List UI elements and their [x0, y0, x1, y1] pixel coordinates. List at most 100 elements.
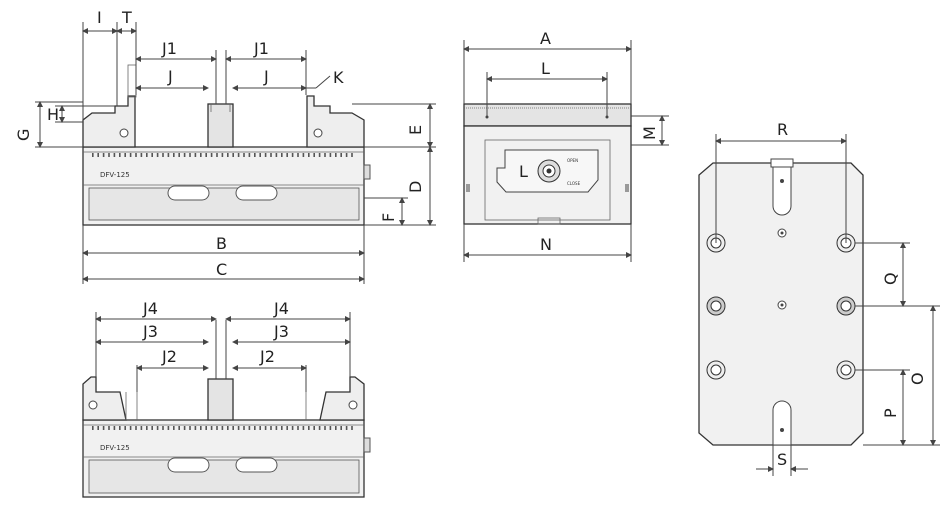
tooth-mark	[345, 426, 348, 430]
tooth-mark	[270, 153, 272, 157]
tooth-mark	[113, 153, 116, 157]
tooth-mark	[254, 426, 256, 430]
tooth-mark	[119, 153, 121, 157]
lower-side-rail	[88, 459, 360, 494]
tooth-mark	[102, 426, 105, 430]
tooth-mark	[194, 426, 197, 430]
tooth-mark	[275, 153, 278, 157]
tooth-mark	[108, 426, 110, 430]
open-label: OPEN	[567, 158, 578, 163]
dim-t: T	[121, 8, 132, 27]
tooth-mark	[248, 426, 251, 430]
tooth-mark	[335, 153, 337, 157]
tooth-mark	[345, 153, 348, 157]
tooth-mark	[291, 426, 294, 430]
jaw-bolt-left	[119, 128, 129, 138]
tooth-mark	[156, 426, 159, 430]
tooth-mark	[340, 153, 342, 157]
tooth-mark	[329, 426, 332, 430]
tooth-mark	[232, 426, 234, 430]
dim-a: A	[540, 29, 551, 48]
tooth-mark	[308, 426, 310, 430]
lower-center-block	[207, 378, 234, 421]
tooth-mark	[237, 153, 240, 157]
tooth-mark	[124, 426, 126, 430]
left-jaw	[82, 95, 136, 148]
dim-d: D	[406, 181, 425, 193]
tooth-mark	[281, 426, 283, 430]
tooth-mark	[324, 153, 326, 157]
tooth-mark	[194, 153, 197, 157]
dim-j4-left: J4	[142, 299, 158, 318]
tooth-mark	[156, 153, 159, 157]
tooth-mark	[135, 426, 137, 430]
tooth-mark	[351, 153, 353, 157]
side-rail	[88, 187, 360, 221]
tooth-mark	[119, 426, 121, 430]
tooth-mark	[340, 426, 342, 430]
tooth-mark	[92, 426, 94, 430]
dim-n: N	[540, 235, 552, 254]
tooth-mark	[216, 153, 218, 157]
knob	[363, 164, 371, 180]
tooth-mark	[124, 153, 126, 157]
dim-b: B	[216, 234, 227, 253]
tooth-mark	[200, 153, 202, 157]
tooth-mark	[318, 153, 321, 157]
dim-j4-right: J4	[273, 299, 289, 318]
tooth-mark	[151, 153, 153, 157]
tooth-mark	[129, 426, 132, 430]
tooth-mark	[151, 426, 153, 430]
jaw-bolt-right	[313, 128, 323, 138]
dim-r: R	[777, 120, 788, 139]
dim-i: I	[97, 8, 102, 27]
front-view: DFV-125 I T J1 J1 J J	[14, 8, 436, 284]
tooth-mark	[140, 153, 143, 157]
tooth-mark	[329, 153, 332, 157]
tooth-mark	[313, 153, 315, 157]
tooth-mark	[162, 153, 164, 157]
tooth-mark	[113, 426, 116, 430]
tooth-mark	[351, 426, 353, 430]
dim-j-left: J	[167, 67, 173, 86]
tooth-mark	[178, 426, 180, 430]
tooth-mark	[302, 153, 305, 157]
tooth-mark	[97, 153, 99, 157]
dim-f: F	[379, 213, 398, 222]
tooth-mark	[248, 153, 251, 157]
dim-l-inner: L	[519, 162, 528, 181]
dim-l-top: L	[541, 59, 550, 78]
dim-m: M	[640, 126, 659, 140]
model-label: DFV-125	[100, 171, 130, 179]
dim-j2-left: J2	[161, 347, 177, 366]
tooth-mark	[162, 426, 164, 430]
dim-h: H	[47, 105, 59, 124]
tooth-mark	[173, 153, 175, 157]
tooth-mark	[221, 426, 224, 430]
dim-q: Q	[881, 272, 900, 285]
dim-j2-right: J2	[259, 347, 275, 366]
lower-slot-right	[235, 457, 278, 473]
tooth-mark	[189, 153, 191, 157]
close-label: CLOSE	[567, 181, 581, 186]
tooth-mark	[237, 426, 240, 430]
tooth-mark	[210, 153, 213, 157]
dim-j1-right: J1	[253, 39, 269, 58]
tooth-mark	[216, 426, 218, 430]
dim-g: G	[14, 129, 33, 141]
dim-s: S	[777, 450, 787, 469]
tooth-mark	[135, 153, 137, 157]
dim-e: E	[406, 125, 425, 135]
tooth-mark	[275, 426, 278, 430]
dim-o: O	[908, 372, 927, 385]
tooth-mark	[205, 426, 207, 430]
tooth-mark	[335, 426, 337, 430]
dim-c: C	[216, 260, 227, 279]
dim-j-right: J	[263, 67, 269, 86]
tooth-mark	[102, 153, 105, 157]
top-slot	[772, 166, 792, 216]
center-block	[207, 103, 234, 148]
lower-left-jaw	[82, 376, 127, 421]
tooth-mark	[140, 426, 143, 430]
